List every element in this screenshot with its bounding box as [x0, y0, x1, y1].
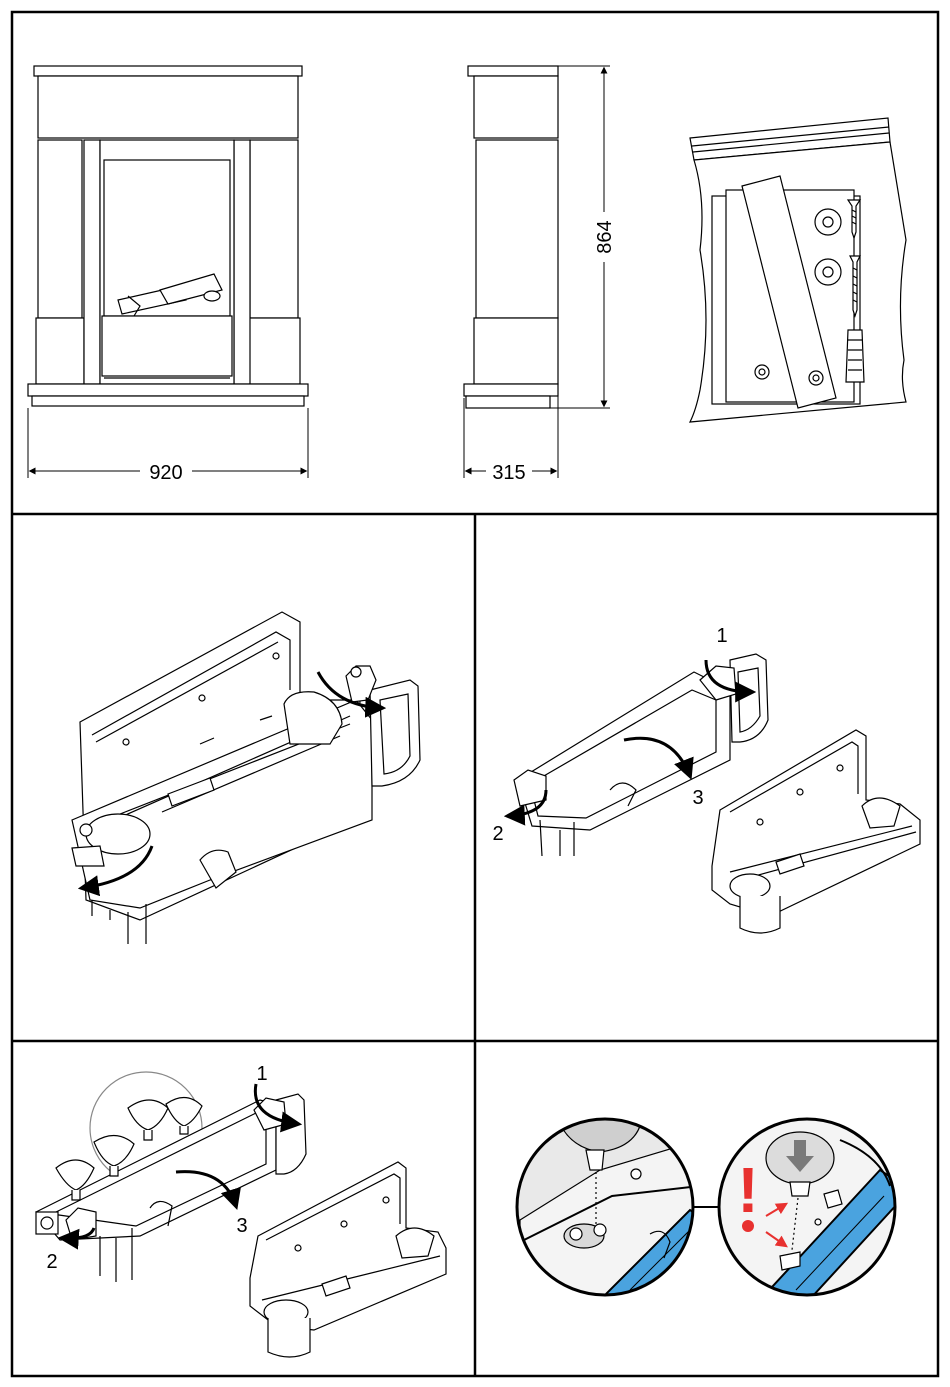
fireplace-side-view [464, 66, 558, 408]
detail-circle-left [517, 1116, 720, 1310]
warning-mark: ! [737, 1154, 758, 1226]
step-3-label: 3 [236, 1215, 247, 1237]
hardware-bag [690, 118, 906, 422]
water-tank-assembly [72, 612, 420, 944]
step-2-label: 2 [46, 1251, 57, 1273]
width-dimension: 920 [28, 408, 308, 484]
height-dimension: 864 [550, 66, 616, 408]
wall-plug-icon [846, 330, 864, 382]
height-label: 864 [594, 220, 616, 253]
step-1-label: 1 [716, 625, 727, 647]
step-2-label: 2 [492, 823, 503, 845]
width-label: 920 [149, 462, 182, 484]
step-3-label: 3 [692, 787, 703, 809]
step-1-label: 1 [256, 1063, 267, 1085]
fireplace-front-view [28, 66, 308, 406]
lifted-tank [712, 730, 920, 933]
lifted-tank [250, 1162, 446, 1357]
depth-label: 315 [492, 462, 525, 484]
